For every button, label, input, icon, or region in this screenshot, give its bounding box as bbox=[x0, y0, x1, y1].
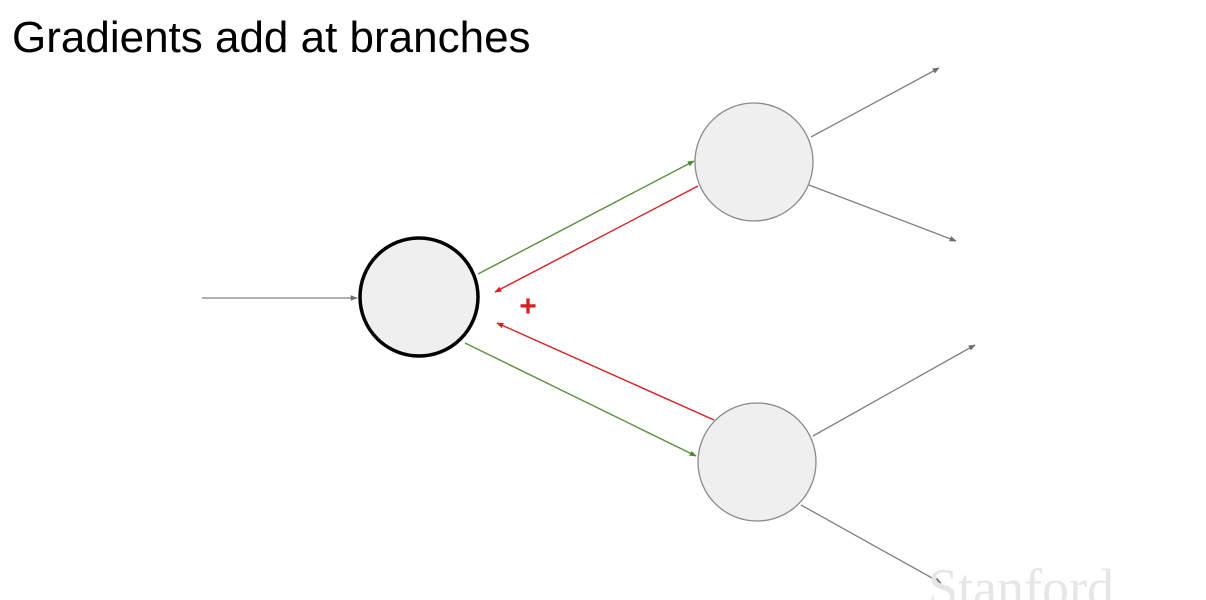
forward-edge-to-lower bbox=[464, 342, 697, 457]
upper-output-edge-2 bbox=[808, 184, 957, 242]
stanford-watermark: Stanford bbox=[928, 558, 1114, 600]
forward-edge-to-upper bbox=[477, 160, 695, 275]
lower-branch-node bbox=[697, 402, 817, 522]
gradient-edge-from-upper bbox=[494, 185, 699, 293]
lower-output-edge-1 bbox=[812, 344, 976, 437]
slide-title: Gradients add at branches bbox=[12, 13, 531, 62]
lower-output-edge-2 bbox=[800, 504, 942, 584]
gradient-sum-symbol: + bbox=[519, 290, 537, 323]
gradient-edge-from-lower bbox=[496, 322, 715, 421]
upper-branch-node bbox=[694, 102, 814, 222]
main-node bbox=[358, 236, 480, 358]
upper-output-edge-1 bbox=[810, 67, 940, 138]
